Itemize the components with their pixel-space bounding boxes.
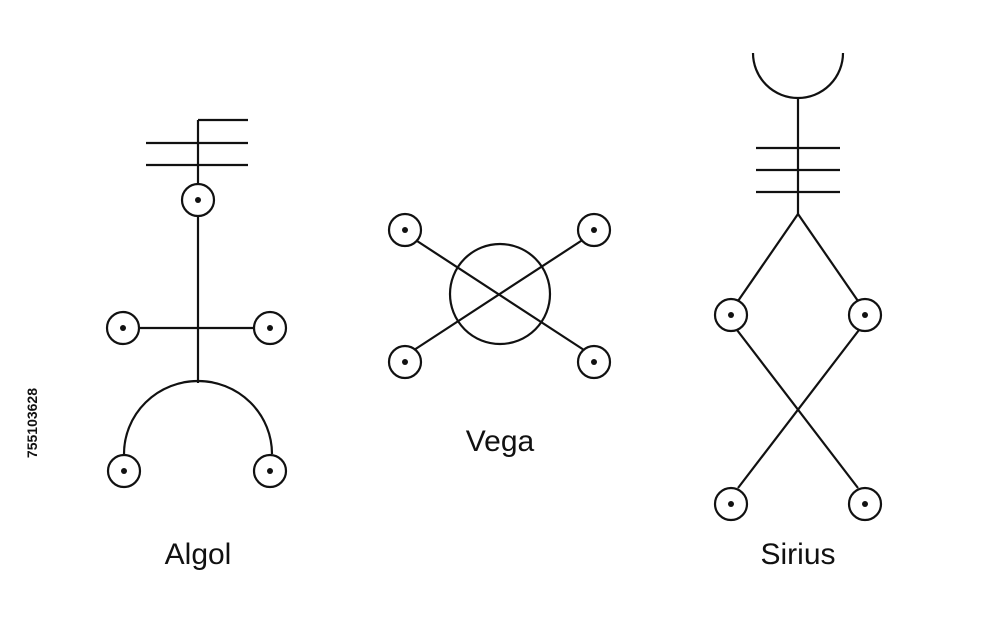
- algol-node-bottom-right: [252, 453, 288, 489]
- vega-node-top-right: [576, 212, 612, 248]
- sirius-node-right: [847, 297, 883, 333]
- sirius-sigil: [713, 52, 883, 522]
- sirius-cross-2: [737, 329, 860, 489]
- sirius-node-left: [713, 297, 749, 333]
- vega-center-circle: [448, 242, 552, 346]
- algol-node-bottom-left: [106, 453, 142, 489]
- algol-node-right: [252, 310, 288, 346]
- algol-sigil: [105, 118, 288, 489]
- vega-node-bottom-right: [576, 344, 612, 380]
- stock-id-watermark: 755103628: [24, 388, 40, 459]
- sirius-crescent: [751, 52, 845, 100]
- sirius-node-bottom-right: [847, 486, 883, 522]
- algol-label: Algol: [164, 538, 232, 571]
- algol-node-top: [180, 182, 216, 218]
- algol-arc: [122, 379, 274, 455]
- sirius-label: Sirius: [760, 538, 836, 571]
- vega-label: Vega: [465, 425, 535, 458]
- vega-node-bottom-left: [387, 344, 423, 380]
- sirius-upper-right: [797, 213, 859, 302]
- algol-node-left: [105, 310, 141, 346]
- vega-diagonal-2: [413, 238, 585, 351]
- vega-sigil: [387, 212, 612, 380]
- sirius-upper-left: [737, 213, 799, 302]
- sirius-node-bottom-left: [713, 486, 749, 522]
- vega-node-top-left: [387, 212, 423, 248]
